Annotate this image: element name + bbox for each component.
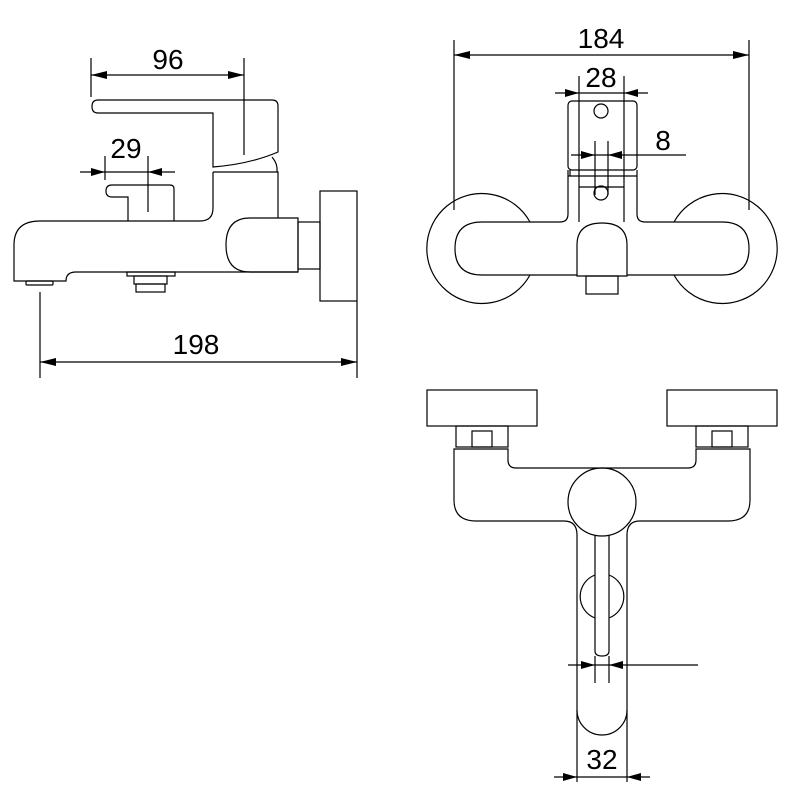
- spout-front: [576, 222, 628, 277]
- dimension-label: 8: [655, 125, 671, 156]
- spout-nozzle: [25, 280, 54, 286]
- body-outline: [453, 448, 751, 736]
- dimension-96: 96: [90, 44, 245, 155]
- dimension-29: 29: [80, 133, 175, 212]
- dimension-label: 29: [110, 133, 141, 164]
- dimension-184: 184: [453, 23, 750, 210]
- right-nut: [695, 425, 749, 448]
- dimension-label: 96: [152, 44, 183, 75]
- dimension-28: 28: [555, 62, 648, 176]
- front-view: 184 28 8: [426, 23, 778, 305]
- connector: [225, 217, 299, 273]
- lever-cap: [567, 100, 638, 171]
- dimension-label: 32: [586, 744, 617, 775]
- small-circle: [579, 574, 625, 619]
- spout-nozzle: [585, 275, 619, 295]
- body-outline: [13, 171, 298, 282]
- top-hole: [593, 103, 609, 119]
- left-handle: [426, 389, 538, 427]
- diverter-lever: [105, 184, 175, 221]
- left-nut: [455, 425, 509, 448]
- side-view: 96 29 198: [13, 44, 358, 378]
- left-eccentric-circle: [426, 192, 531, 305]
- body-bar: [454, 170, 750, 276]
- dimension-32: 32: [554, 710, 650, 782]
- dimension-label: 184: [578, 23, 625, 54]
- dimension-stem: [568, 656, 698, 683]
- dimension-label: 28: [585, 62, 616, 93]
- dimension-8: 8: [571, 125, 686, 195]
- right-eccentric-circle: [673, 192, 778, 305]
- lever-stem: [594, 535, 610, 657]
- bottom-hole: [593, 185, 609, 201]
- dimension-label: 198: [173, 329, 220, 360]
- lever-joint: [271, 156, 278, 173]
- dimension-198: 198: [39, 292, 358, 378]
- bottom-view: 32: [426, 389, 778, 782]
- lever-outline: [91, 99, 279, 168]
- connector-neck: [297, 221, 321, 270]
- right-handle: [666, 389, 778, 427]
- bottom-fitting: [126, 271, 176, 293]
- handle-hub: [567, 467, 637, 537]
- wall-plate: [319, 190, 358, 302]
